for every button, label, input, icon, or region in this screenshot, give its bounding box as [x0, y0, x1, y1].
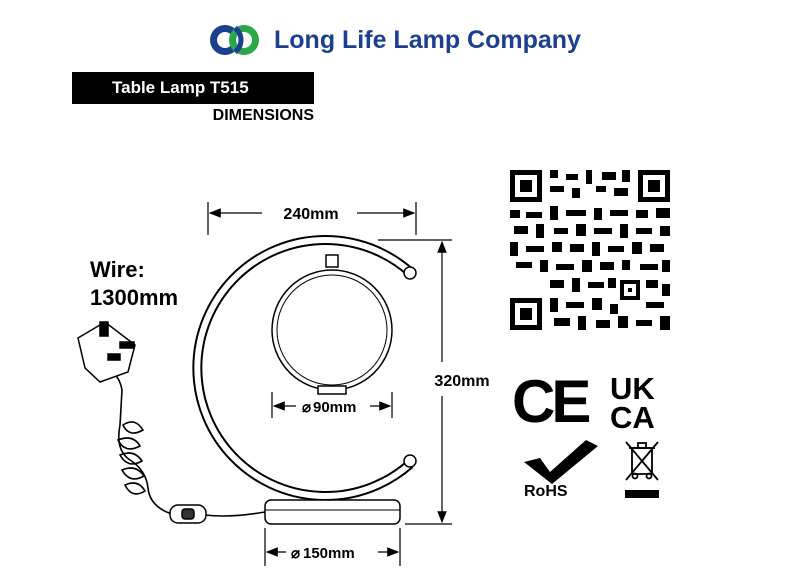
inline-switch	[169, 504, 207, 524]
rohs-check-icon	[524, 440, 598, 484]
wire-length: 1300mm	[90, 285, 179, 310]
width-dimension	[207, 202, 417, 235]
qr-code-icon	[510, 170, 670, 330]
wire-length-note: Wire: 1300mm	[90, 256, 178, 312]
crossed-bin-icon	[625, 441, 659, 498]
wire-label: Wire:	[90, 257, 145, 282]
rohs-mark-icon: RoHS	[524, 440, 598, 498]
shade-diameter-symbol: ⌀	[302, 399, 311, 416]
brand-header: Long Life Lamp Company	[208, 22, 608, 58]
section-subtitle: DIMENSIONS	[212, 107, 314, 124]
ce-mark-text: CE	[512, 372, 589, 428]
base-diameter-symbol: ⌀	[291, 545, 300, 562]
ukca-top-text: UK	[610, 372, 655, 406]
product-title: Table Lamp T515	[72, 72, 314, 104]
globe-shade	[271, 254, 393, 395]
rohs-text: RoHS	[524, 483, 568, 498]
ce-mark-icon: CE	[512, 372, 590, 428]
base-diameter-dimension	[264, 528, 401, 566]
company-logo-icon	[210, 25, 259, 55]
height-label: 320mm	[434, 373, 489, 390]
ukca-bottom-text: CA	[610, 400, 655, 430]
shade-diameter-label: 90mm	[313, 399, 356, 416]
base-diameter-label: 150mm	[303, 545, 355, 562]
ukca-mark-icon: UK CA	[610, 372, 655, 430]
shade-diameter-dimension	[271, 392, 393, 418]
uk-plug	[77, 321, 136, 383]
company-name: Long Life Lamp Company	[274, 25, 581, 54]
lamp-base	[264, 499, 401, 525]
height-dimension	[378, 239, 452, 525]
crescent-frame	[192, 235, 417, 501]
power-cable	[111, 371, 266, 517]
width-label: 240mm	[283, 206, 338, 223]
